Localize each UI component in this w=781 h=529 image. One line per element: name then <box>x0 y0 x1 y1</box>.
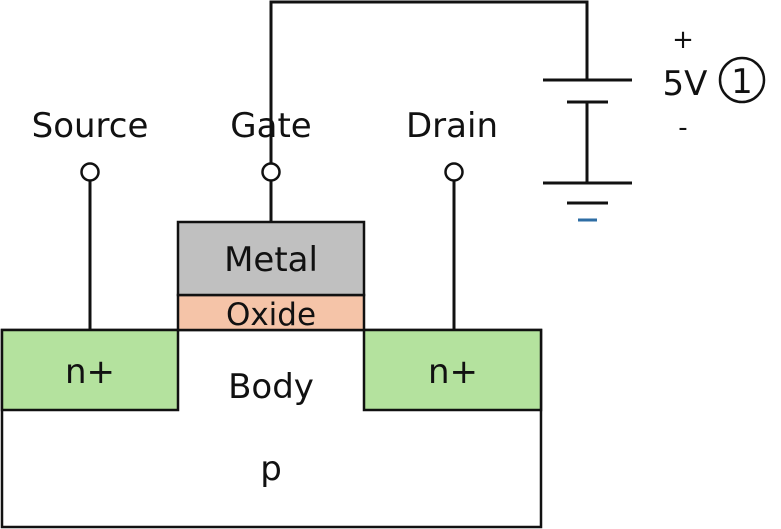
marker-number: 1 <box>731 62 753 102</box>
drain-label: Drain <box>406 106 498 146</box>
marker-circle <box>718 56 766 104</box>
source-terminal <box>80 162 100 182</box>
battery-plus-sign: + <box>672 25 694 55</box>
oxide-label: Oxide <box>226 297 316 333</box>
source-label: Source <box>32 106 149 146</box>
substrate-label: p <box>260 449 282 489</box>
source-region-label: n+ <box>65 352 115 392</box>
gate-battery-wire <box>269 0 589 165</box>
body-label: Body <box>228 367 314 407</box>
gate-label: Gate <box>230 106 311 146</box>
gate-terminal <box>261 162 281 182</box>
metal-label: Metal <box>224 240 318 280</box>
drain-n-plus-region <box>362 328 543 412</box>
battery-voltage-label: 5V <box>663 64 708 104</box>
oxide-layer <box>176 293 366 332</box>
battery-minus-sign: - <box>678 113 687 143</box>
drain-terminal <box>444 162 464 182</box>
drain-region-label: n+ <box>428 352 478 392</box>
metal-gate <box>176 220 366 297</box>
source-n-plus-region <box>0 328 180 412</box>
